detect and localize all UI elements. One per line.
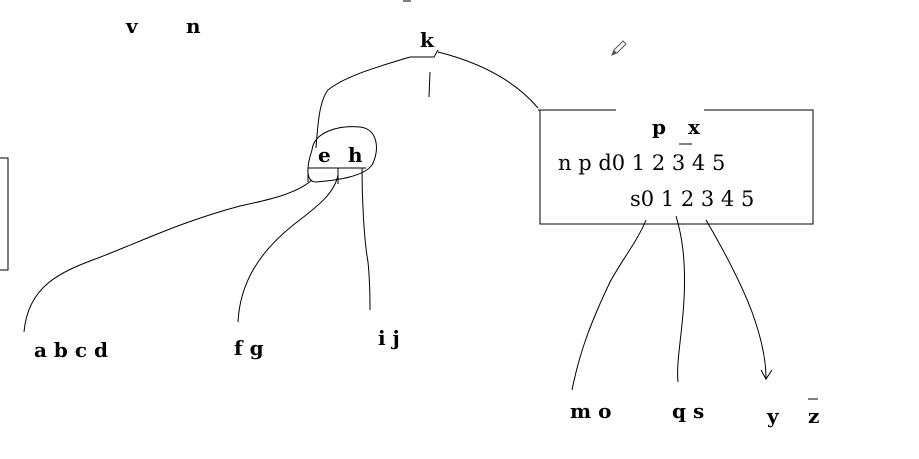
node-keys-row: n p d0 1 2 3 4 5 [558, 151, 726, 175]
leaf-z: z [808, 404, 820, 428]
edge-to-ij [361, 167, 371, 311]
leaf-qs: q s [672, 399, 705, 423]
edge-to-yz [705, 219, 767, 379]
label-p: p [652, 115, 666, 139]
arrowhead-yz [760, 369, 773, 380]
leaf-fg: f g [234, 336, 264, 360]
edge-to-mo [571, 219, 647, 391]
leaf-y: y [767, 404, 779, 428]
leaf-abcd: a b c d [34, 338, 108, 362]
label-n-top: n [186, 14, 201, 38]
edge-to-abcd [23, 179, 313, 333]
label-k: k [420, 28, 434, 52]
k-underline [410, 49, 439, 58]
node-box [538, 109, 814, 225]
k-tick [428, 71, 431, 98]
label-x: x [688, 115, 700, 139]
leaf-ij: i j [378, 326, 400, 350]
eh-circle [307, 126, 377, 183]
label-v: v [126, 14, 138, 38]
label-e: e [318, 143, 331, 167]
node-pointers-row: s0 1 2 3 4 5 [630, 187, 755, 211]
label-h: h [348, 143, 363, 167]
edge-root-to-box [437, 51, 539, 109]
pencil-icon [611, 40, 627, 56]
edge-to-fg [237, 174, 339, 323]
leaf-mo: m o [570, 399, 612, 423]
edge-to-qs [675, 215, 686, 383]
edge-root-to-eh [315, 56, 411, 149]
left-partial-box [0, 157, 9, 271]
